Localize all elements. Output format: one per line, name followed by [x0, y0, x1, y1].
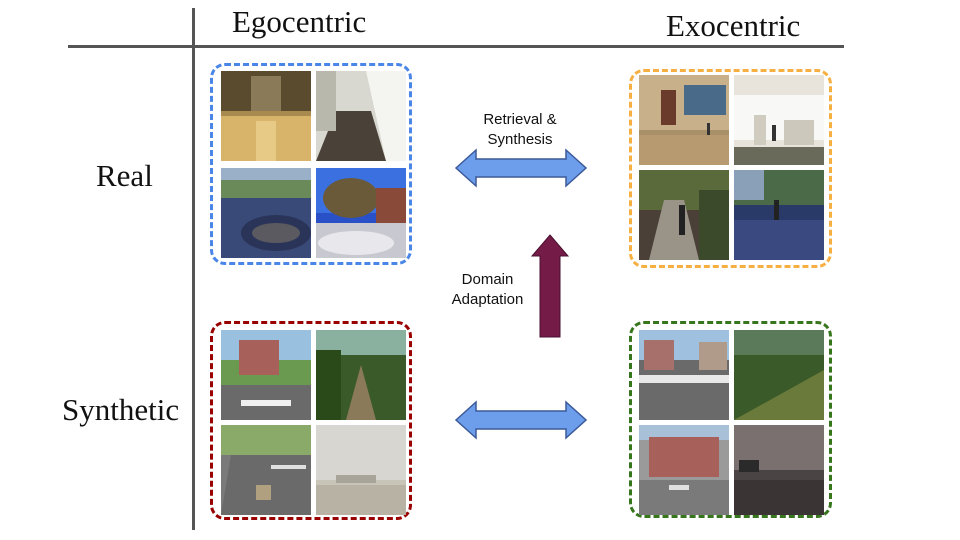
- synthetic-double-arrow: [455, 400, 587, 440]
- plaza-pavement-photo: [221, 168, 311, 258]
- corridor-photo: [316, 71, 406, 161]
- synthetic-road-photo: [221, 425, 311, 515]
- synthetic-dark-field-photo: [734, 425, 824, 515]
- domain-adaptation-label: Domain Adaptation: [430, 270, 545, 310]
- ego-real-image-group: [210, 63, 412, 265]
- horizontal-axis-line: [68, 45, 844, 48]
- lobby-person-photo: [734, 75, 824, 165]
- row-header-synthetic: Synthetic: [62, 392, 180, 427]
- plaza-person-photo: [734, 170, 824, 260]
- domain-adaptation-arrow: [530, 234, 570, 338]
- synthetic-crossing-photo: [639, 330, 729, 420]
- garden-path-person-photo: [639, 170, 729, 260]
- column-header-exocentric: Exocentric: [666, 8, 801, 43]
- exo-real-image-group: [629, 69, 832, 268]
- hallway-floor-photo: [221, 71, 311, 161]
- vertical-axis-line: [192, 8, 195, 530]
- row-header-real: Real: [96, 158, 153, 193]
- synthetic-hillside-photo: [734, 330, 824, 420]
- domain-adaptation-label-line1: Domain: [461, 271, 514, 288]
- retrieval-synthesis-label-line1: Retrieval &: [483, 111, 557, 128]
- synthetic-building-photo: [639, 425, 729, 515]
- hall-mural-photo: [639, 75, 729, 165]
- ego-synthetic-image-group: [210, 321, 412, 520]
- exo-synthetic-image-group: [629, 321, 832, 518]
- domain-adaptation-label-line2: Adaptation: [451, 291, 524, 308]
- retrieval-synthesis-double-arrow: [455, 148, 587, 188]
- synthetic-forest-path-photo: [316, 330, 406, 420]
- synthetic-street-photo: [221, 330, 311, 420]
- retrieval-synthesis-label-line2: Synthesis: [487, 131, 553, 148]
- tree-plaza-photo: [316, 168, 406, 258]
- synthetic-foggy-field-photo: [316, 425, 406, 515]
- column-header-egocentric: Egocentric: [232, 4, 367, 39]
- retrieval-synthesis-label: Retrieval & Synthesis: [440, 110, 600, 150]
